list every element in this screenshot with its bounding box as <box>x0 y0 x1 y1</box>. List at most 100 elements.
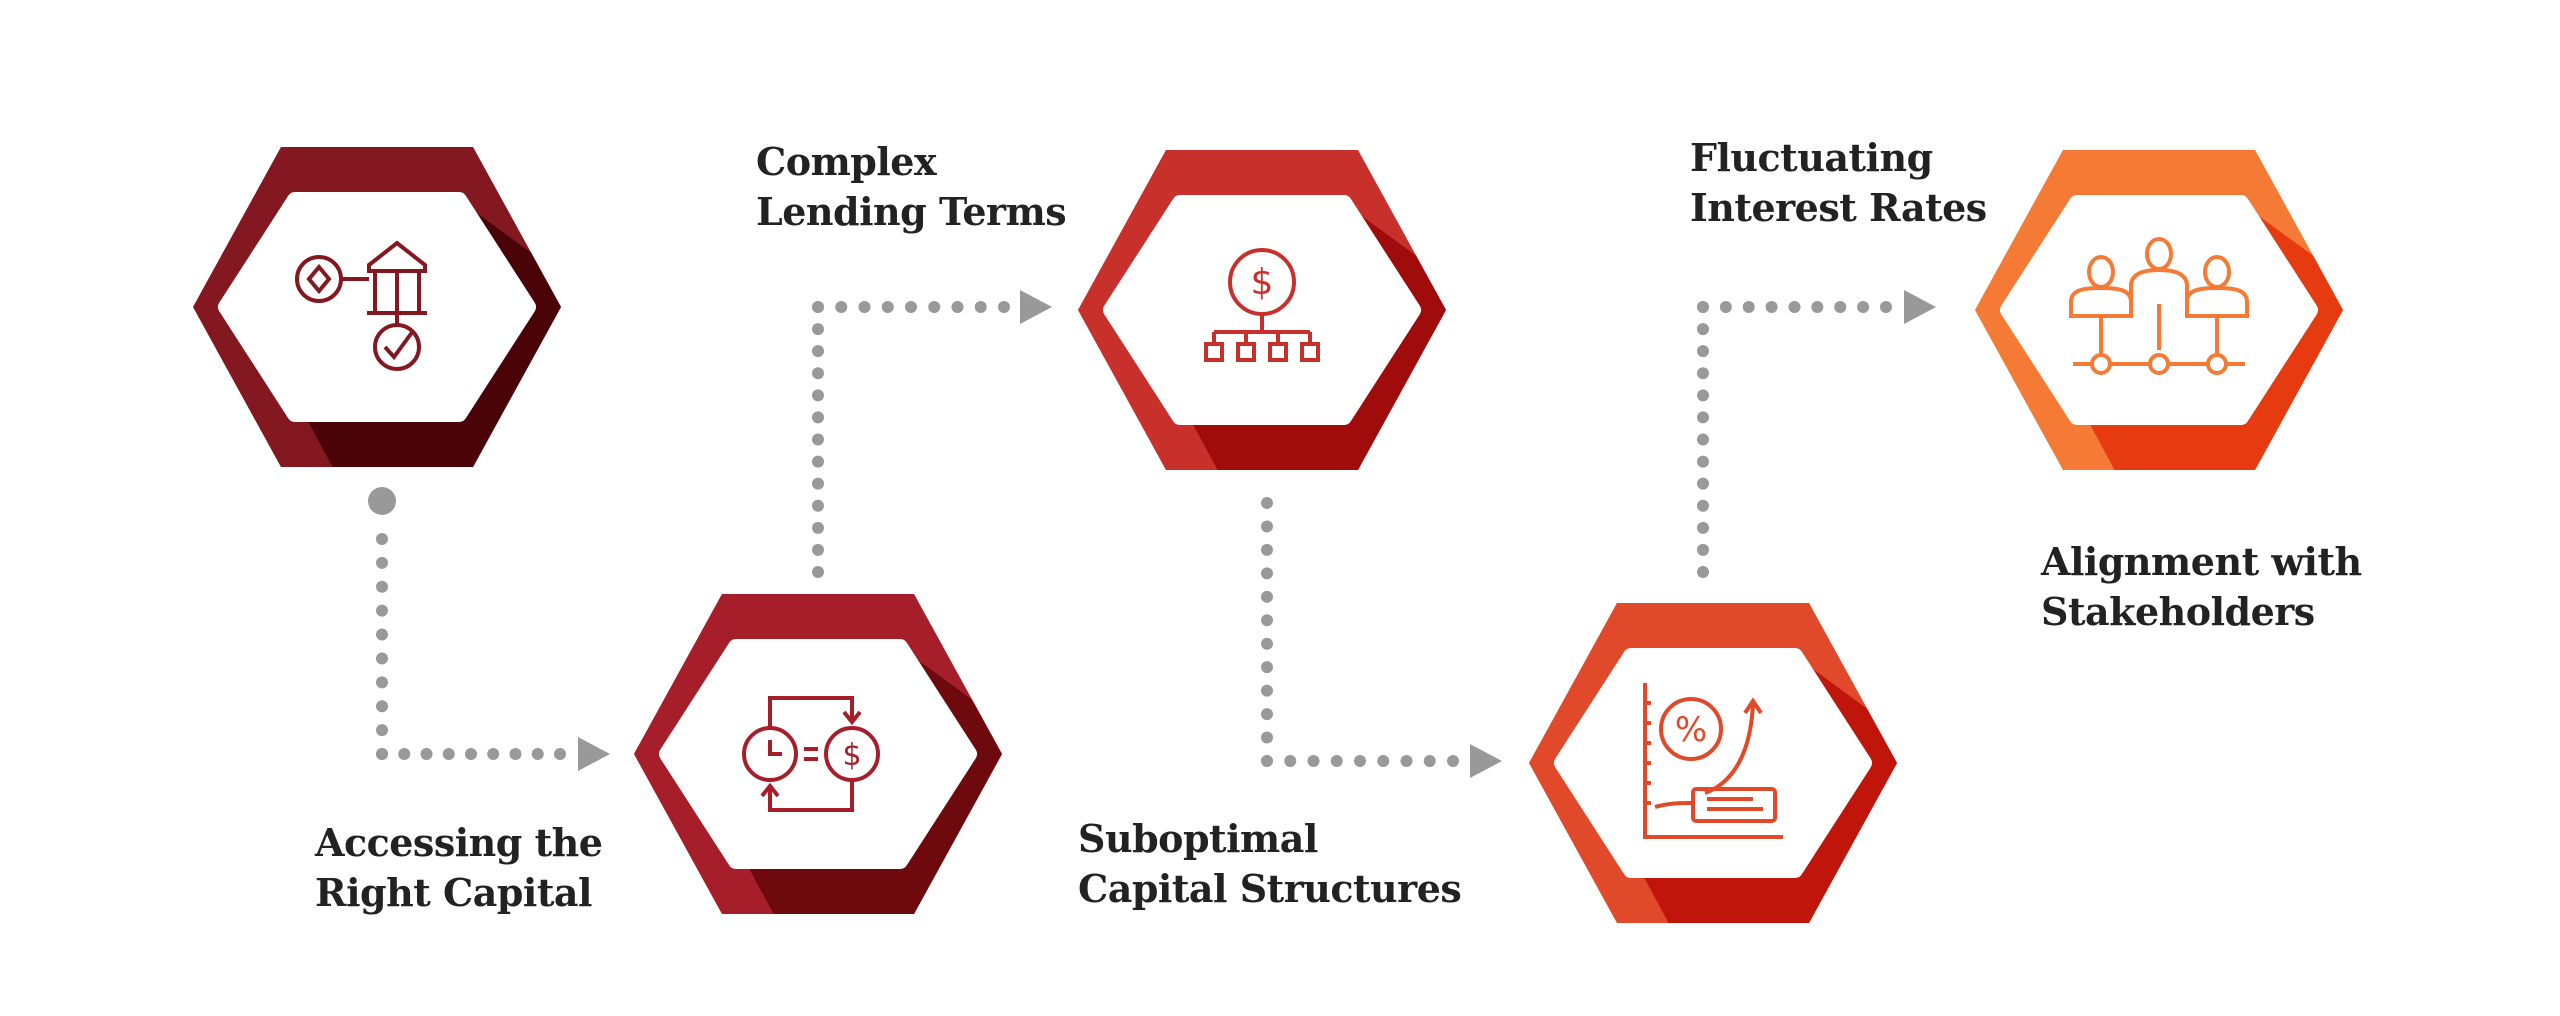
connector-dot <box>1261 590 1273 603</box>
connector-dot <box>531 748 544 760</box>
connector-dot <box>812 433 824 446</box>
connector-dot <box>905 301 917 313</box>
connector-dot <box>1284 755 1297 767</box>
label-line: Complex <box>756 139 937 184</box>
connector-dot <box>951 301 964 313</box>
connector-dot <box>398 748 411 760</box>
connector-dot <box>554 748 566 760</box>
label-line: Right Capital <box>315 870 592 915</box>
label-alignment-with-stakeholders: Alignment with Stakeholders <box>2041 537 2362 637</box>
label-line: Accessing the <box>315 820 603 865</box>
connector-dot <box>1377 755 1390 767</box>
connector-dot <box>812 411 824 424</box>
connector-dot <box>812 389 824 402</box>
connector-dot <box>1307 755 1320 767</box>
svg-text:$: $ <box>1251 262 1274 303</box>
hexagon-frame <box>1975 150 2343 470</box>
connector-dot <box>376 652 388 665</box>
label-line: Lending Terms <box>756 189 1067 234</box>
hexagon-inner <box>1103 195 1421 425</box>
connector-dot <box>1330 755 1343 767</box>
hexagon-frame <box>1529 603 1897 923</box>
connector-dot <box>1742 301 1755 313</box>
connector-dot <box>1765 301 1778 313</box>
connector-dot <box>1697 323 1709 336</box>
svg-text:$: $ <box>842 738 861 773</box>
connector-dot <box>442 748 455 760</box>
connector-dot <box>1697 543 1709 556</box>
connector-dot <box>376 604 388 617</box>
hexagon-step-5 <box>1975 150 2343 470</box>
label-line: Suboptimal <box>1078 816 1318 861</box>
connector-dot <box>812 521 824 534</box>
connector-dot <box>1261 520 1273 533</box>
connector-dot <box>1423 755 1436 767</box>
connector-dot <box>1354 755 1366 767</box>
connector-dot <box>835 301 848 313</box>
connector-dot <box>1261 708 1273 721</box>
connector-start-dot <box>368 487 396 515</box>
connector-dot <box>1261 755 1273 767</box>
connector-dot <box>1697 433 1709 446</box>
connector-dot <box>974 301 987 313</box>
connector-dot <box>1447 755 1459 767</box>
connector-dot <box>812 566 824 578</box>
connector-dot <box>812 543 824 556</box>
connector-dot <box>1880 301 1892 313</box>
connector-dot <box>998 301 1010 313</box>
connector-dot <box>812 367 824 380</box>
label-suboptimal-capital-structures: Suboptimal Capital Structures <box>1078 814 1462 914</box>
connector-dot <box>1261 684 1273 697</box>
hexagon-inner <box>1554 648 1872 878</box>
connector-dot <box>1697 301 1709 313</box>
connector-dot <box>376 748 388 760</box>
connector-dot <box>1400 755 1413 767</box>
connector-dot <box>1857 301 1870 313</box>
interest-rate-chart-icon: % <box>1643 683 1783 839</box>
connector-dot <box>465 748 477 760</box>
arrow-right-icon <box>1020 290 1052 324</box>
connector-dot <box>1697 389 1709 402</box>
connector-dot <box>376 700 388 713</box>
label-complex-lending-terms: Complex Lending Terms <box>756 137 1067 237</box>
connector-dot <box>1697 566 1709 578</box>
arrow-right-icon <box>1904 290 1936 324</box>
connector-dot <box>812 499 824 512</box>
svg-text:%: % <box>1675 710 1707 750</box>
connector-dot <box>812 345 824 358</box>
connector-dot <box>1261 614 1273 627</box>
hexagon-step-2: $ <box>634 594 1002 914</box>
hexagon-step-4: % <box>1529 603 1897 923</box>
connector-dot <box>812 477 824 490</box>
connector-dot <box>1811 301 1824 313</box>
connector-dot <box>1261 637 1273 650</box>
label-accessing-right-capital: Accessing the Right Capital <box>315 818 603 918</box>
connector-dot <box>1261 731 1273 744</box>
label-line: Interest Rates <box>1690 185 1987 230</box>
connector-dot <box>1719 301 1732 313</box>
label-fluctuating-interest-rates: Fluctuating Interest Rates <box>1690 133 1987 233</box>
connector-dot <box>376 676 388 689</box>
connector-dot <box>812 301 824 313</box>
hexagon-inner <box>659 639 977 869</box>
hexagon-frame <box>634 594 1002 914</box>
connector-dot <box>928 301 941 313</box>
label-line: Fluctuating <box>1690 135 1933 180</box>
connector-dot <box>1697 367 1709 380</box>
arrow-right-icon <box>1470 744 1502 778</box>
connector-dot <box>858 301 871 313</box>
label-line: Alignment with <box>2041 539 2362 584</box>
connector-dot <box>1697 411 1709 424</box>
connector-dot <box>376 628 388 641</box>
time-is-money-icon: $ <box>742 696 880 812</box>
connector-dot <box>1697 345 1709 358</box>
connector-dot <box>487 748 500 760</box>
connector-dot <box>376 580 388 593</box>
connector-dot <box>812 455 824 468</box>
label-line: Capital Structures <box>1078 866 1462 911</box>
hexagon-step-1 <box>193 147 561 467</box>
hexagon-step-3: $ <box>1078 150 1446 470</box>
connector-dot <box>1788 301 1801 313</box>
